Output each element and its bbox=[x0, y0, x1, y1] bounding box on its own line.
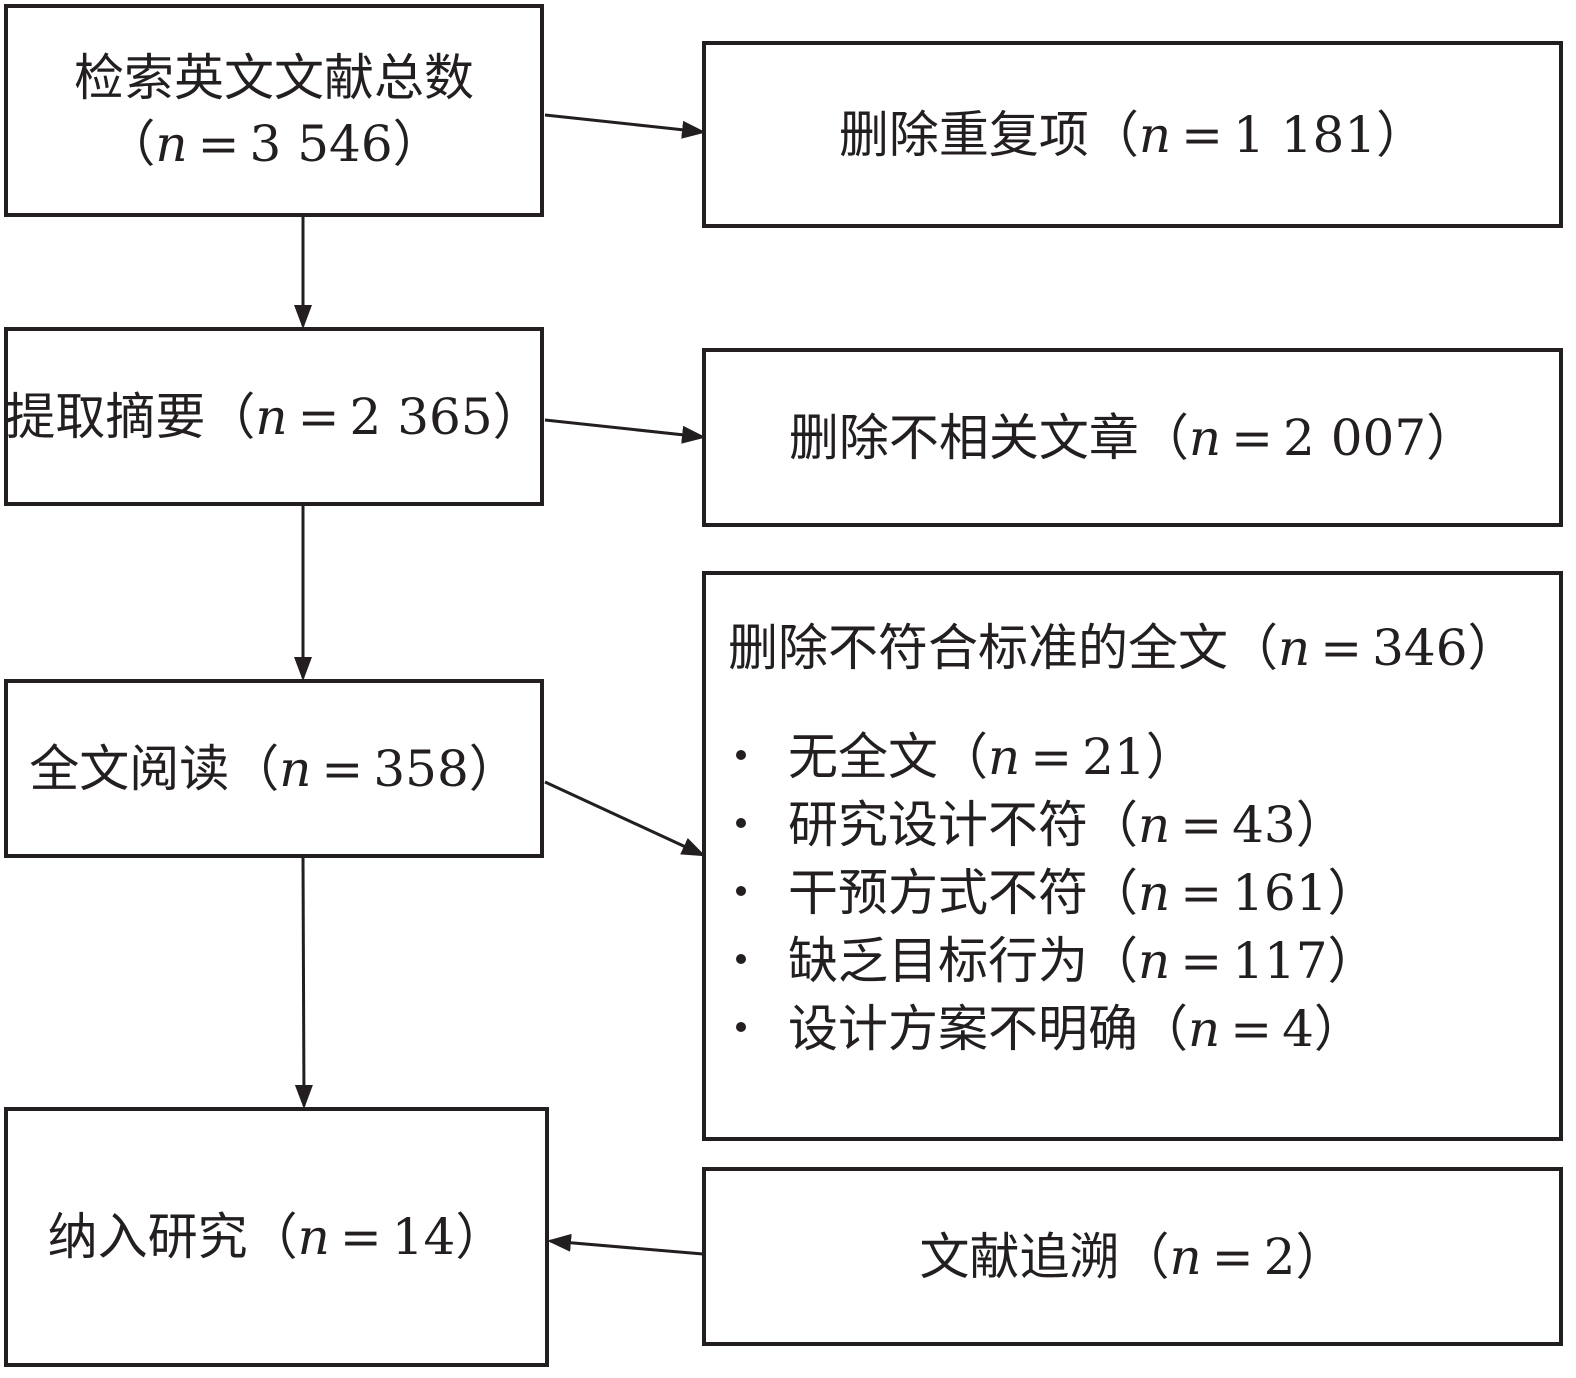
included-studies-text: 纳入研究（n=14） bbox=[47, 1208, 506, 1266]
reference-tracing-text: 文献追溯（n=2） bbox=[919, 1227, 1346, 1286]
list-item: 干预方式不符（n=161） bbox=[728, 859, 1378, 927]
box-fulltext-excluded: 删除不符合标准的全文（n=346） 无全文（n=21） 研究设计不符（n=43）… bbox=[702, 571, 1563, 1141]
abstract-extraction-text: 提取摘要（n=2 365） bbox=[5, 387, 543, 446]
arrow-tracing-to-included bbox=[547, 1233, 704, 1256]
total-records-label: 检索英文文献总数 bbox=[74, 48, 474, 107]
box-included-studies: 纳入研究（n=14） bbox=[4, 1107, 549, 1367]
bullet-icon bbox=[736, 954, 746, 964]
box-duplicates-removed: 删除重复项（n=1 181） bbox=[702, 41, 1563, 228]
box-total-records: 检索英文文献总数 （n=3 546） bbox=[4, 4, 544, 217]
list-item: 缺乏目标行为（n=117） bbox=[728, 927, 1378, 995]
total-records-count: （n=3 546） bbox=[105, 114, 443, 173]
box-irrelevant-removed: 删除不相关文章（n=2 007） bbox=[702, 348, 1563, 527]
arrow-abstract-to-irrelevant bbox=[544, 418, 706, 444]
bullet-icon bbox=[736, 886, 746, 896]
bullet-icon bbox=[736, 750, 746, 760]
arrow-total-to-duplicates bbox=[544, 113, 706, 139]
list-item: 设计方案不明确（n=4） bbox=[728, 995, 1378, 1063]
irrelevant-removed-text: 删除不相关文章（n=2 007） bbox=[788, 408, 1477, 467]
fulltext-review-text: 全文阅读（n=358） bbox=[29, 739, 519, 798]
box-reference-tracing: 文献追溯（n=2） bbox=[702, 1167, 1563, 1346]
box-abstract-extraction: 提取摘要（n=2 365） bbox=[4, 327, 544, 506]
bullet-icon bbox=[736, 818, 746, 828]
list-item: 研究设计不符（n=43） bbox=[728, 791, 1378, 859]
list-item: 无全文（n=21） bbox=[728, 723, 1378, 791]
fulltext-excluded-heading: 删除不符合标准的全文（n=346） bbox=[728, 619, 1518, 677]
arrow-fulltext-to-included bbox=[294, 856, 313, 1109]
arrow-fulltext-to-excluded bbox=[544, 780, 706, 857]
exclusion-reasons-list: 无全文（n=21） 研究设计不符（n=43） 干预方式不符（n=161） 缺乏目… bbox=[728, 723, 1378, 1063]
bullet-icon bbox=[736, 1022, 746, 1032]
duplicates-removed-text: 删除重复项（n=1 181） bbox=[838, 105, 1427, 164]
box-fulltext-review: 全文阅读（n=358） bbox=[4, 679, 544, 858]
